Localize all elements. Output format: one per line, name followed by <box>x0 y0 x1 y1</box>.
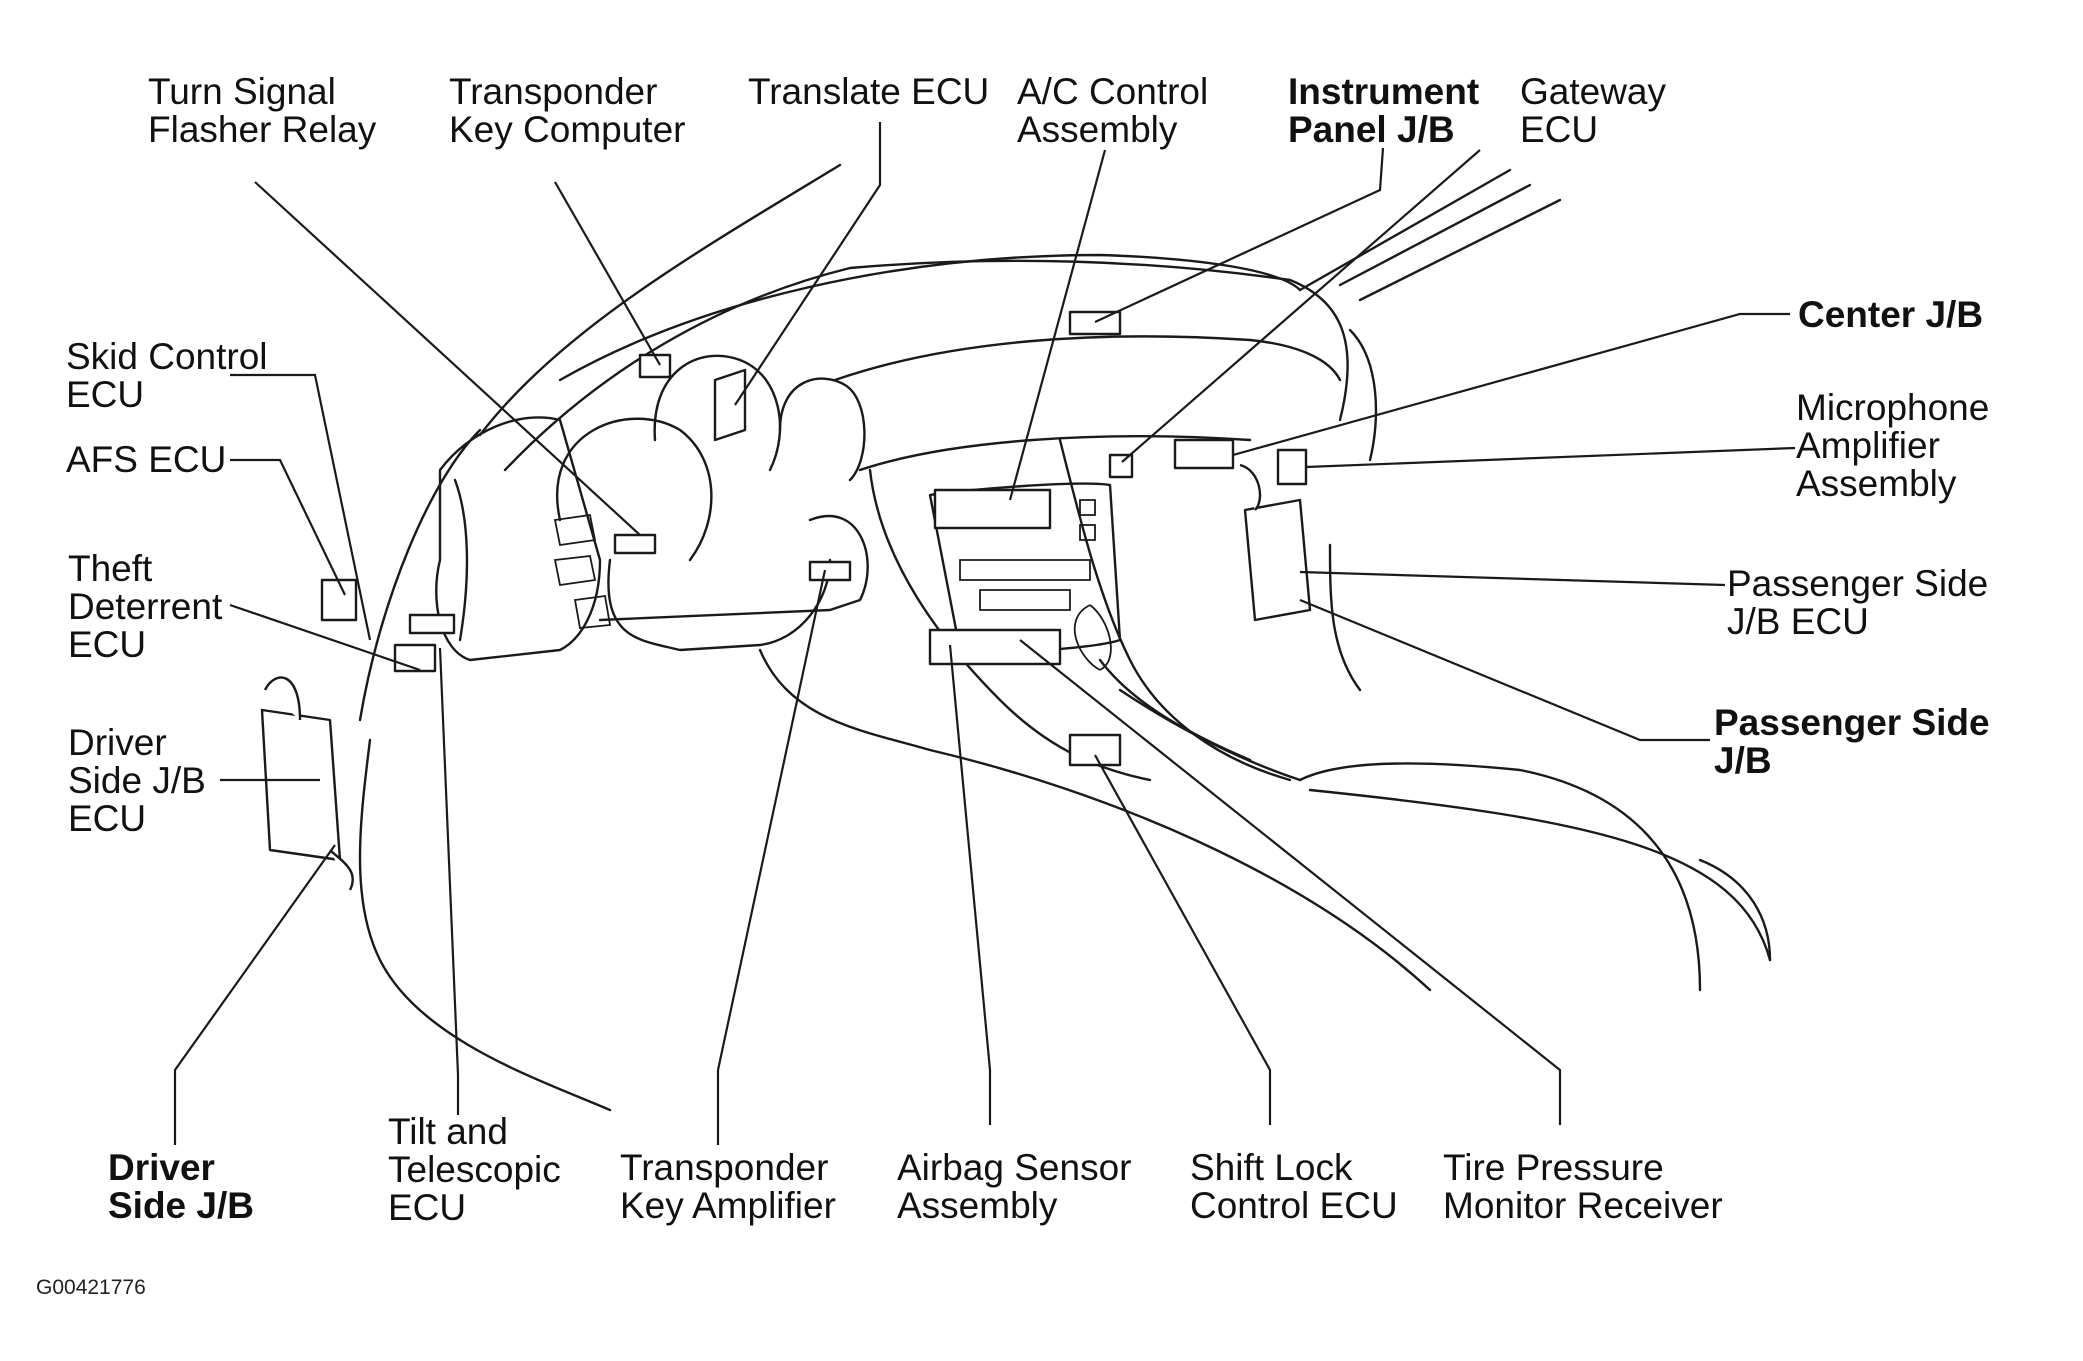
label-skid-control-ecu: Skid Control ECU <box>66 338 268 414</box>
label-tire-pressure-monitor-receiver: Tire Pressure Monitor Receiver <box>1443 1149 1723 1225</box>
component-blocks <box>260 310 1312 891</box>
figure-id: G00421776 <box>36 1276 146 1299</box>
label-driver-side-jb-ecu: Driver Side J/B ECU <box>68 724 206 838</box>
label-transponder-key-amplifier: Transponder Key Amplifier <box>620 1149 836 1225</box>
label-line: J/B ECU <box>1727 601 1869 642</box>
label-line: Gateway <box>1520 71 1667 112</box>
label-gateway-ecu: Gateway ECU <box>1520 73 1666 149</box>
label-line: ECU <box>68 798 147 839</box>
label-line: Airbag Sensor <box>897 1147 1132 1188</box>
label-line: ECU <box>1520 109 1599 150</box>
label-line: Amplifier <box>1796 425 1940 466</box>
label-line: Assembly <box>1017 109 1178 150</box>
label-transponder-key-computer: Transponder Key Computer <box>449 73 686 149</box>
label-translate-ecu: Translate ECU <box>748 73 989 111</box>
label-line: Driver <box>68 722 167 763</box>
label-microphone-amplifier-assembly: Microphone Amplifier Assembly <box>1796 389 1989 503</box>
label-line: Transponder <box>449 71 658 112</box>
label-line: Telescopic <box>388 1149 561 1190</box>
label-line: Shift Lock <box>1190 1147 1353 1188</box>
label-line: Assembly <box>1796 463 1957 504</box>
dashboard-outline <box>358 163 1772 1112</box>
label-afs-ecu: AFS ECU <box>66 441 226 479</box>
label-passenger-side-jb: Passenger Side J/B <box>1714 704 1990 780</box>
label-line: Passenger Side <box>1714 702 1990 743</box>
label-shift-lock-control-ecu: Shift Lock Control ECU <box>1190 1149 1398 1225</box>
label-instrument-panel-jb: Instrument Panel J/B <box>1288 73 1479 149</box>
label-line: Control ECU <box>1190 1185 1398 1226</box>
label-line: Center J/B <box>1798 294 1984 335</box>
label-line: Driver <box>108 1147 215 1188</box>
label-line: ECU <box>388 1187 467 1228</box>
label-line: J/B <box>1714 740 1772 781</box>
label-line: Side J/B <box>108 1185 254 1226</box>
label-line: Key Computer <box>449 109 686 150</box>
label-line: A/C Control <box>1017 71 1209 112</box>
label-center-jb: Center J/B <box>1798 296 1983 334</box>
label-line: Tire Pressure <box>1443 1147 1664 1188</box>
label-ac-control-assembly: A/C Control Assembly <box>1017 73 1208 149</box>
label-driver-side-jb: Driver Side J/B <box>108 1149 254 1225</box>
label-turn-signal-flasher-relay: Turn Signal Flasher Relay <box>148 73 376 149</box>
label-line: ECU <box>68 624 147 665</box>
label-line: Panel J/B <box>1288 109 1455 150</box>
label-line: Theft <box>68 548 153 589</box>
label-line: Translate ECU <box>748 71 990 112</box>
label-tilt-telescopic-ecu: Tilt and Telescopic ECU <box>388 1113 561 1227</box>
label-line: Key Amplifier <box>620 1185 836 1226</box>
label-line: Tilt and <box>388 1111 508 1152</box>
label-line: Deterrent <box>68 586 223 627</box>
label-line: ECU <box>66 374 145 415</box>
label-airbag-sensor-assembly: Airbag Sensor Assembly <box>897 1149 1131 1225</box>
label-line: Side J/B <box>68 760 206 801</box>
label-theft-deterrent-ecu: Theft Deterrent ECU <box>68 550 222 664</box>
label-line: Passenger Side <box>1727 563 1989 604</box>
label-line: Monitor Receiver <box>1443 1185 1723 1226</box>
label-line: Flasher Relay <box>148 109 377 150</box>
label-line: Turn Signal <box>148 71 336 112</box>
label-passenger-side-jb-ecu: Passenger Side J/B ECU <box>1727 565 1988 641</box>
label-line: Microphone <box>1796 387 1990 428</box>
label-line: Assembly <box>897 1185 1058 1226</box>
label-line: Transponder <box>620 1147 829 1188</box>
label-line: Instrument <box>1288 71 1480 112</box>
leader-lines <box>173 122 1796 1145</box>
label-line: AFS ECU <box>66 439 227 480</box>
label-line: Skid Control <box>66 336 268 377</box>
